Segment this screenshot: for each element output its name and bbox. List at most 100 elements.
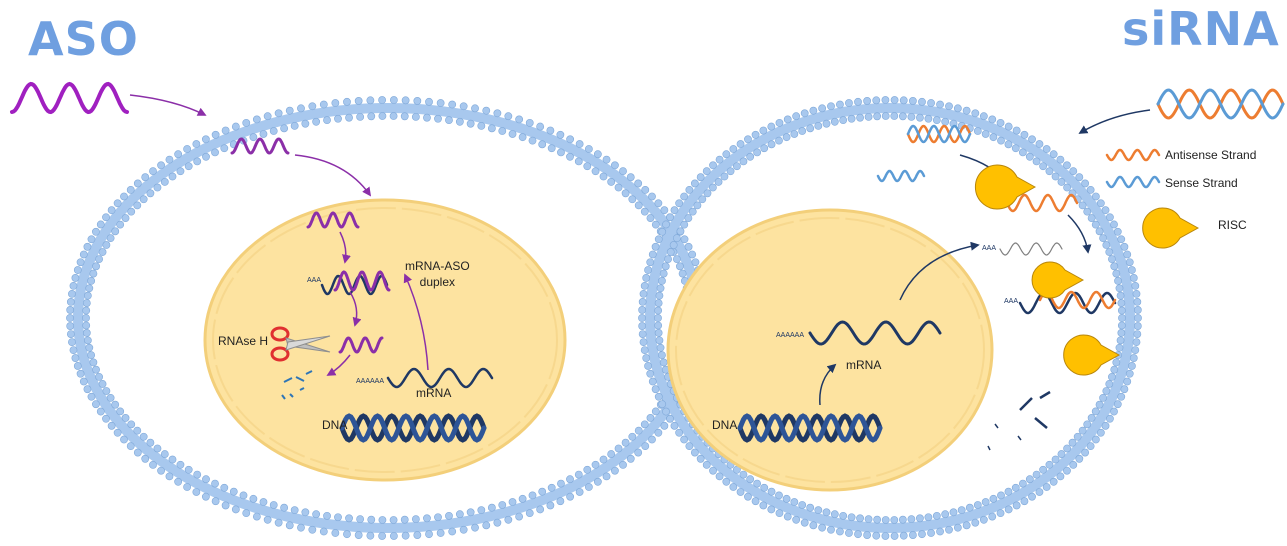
lipid-head — [1056, 155, 1065, 164]
lipid-head — [116, 220, 125, 229]
lipid-head — [1108, 255, 1116, 264]
lipid-head — [690, 179, 699, 188]
lipid-head — [1032, 470, 1041, 479]
lipid-head — [120, 435, 128, 444]
risc-pacman-icon — [1031, 261, 1085, 299]
lipid-head — [389, 532, 398, 540]
lipid-head — [806, 124, 815, 133]
lipid-head — [1063, 466, 1071, 475]
lipid-head — [411, 112, 420, 121]
lipid-head — [168, 172, 177, 181]
lipid-head — [575, 488, 584, 496]
lipid-head — [760, 483, 769, 492]
lipid-head — [126, 185, 135, 194]
lipid-head — [702, 167, 711, 176]
lipid-head — [924, 513, 933, 522]
lipid-head — [715, 155, 724, 164]
lipid-head — [566, 475, 574, 484]
lipid-head — [133, 448, 142, 457]
lipid-head — [455, 510, 464, 519]
lipid-head — [68, 289, 76, 298]
mrna-strand — [386, 367, 494, 389]
lipid-head — [751, 130, 760, 139]
lipid-head — [127, 420, 136, 429]
lipid-head — [680, 235, 689, 244]
lipid-head — [141, 454, 150, 463]
lipid-head — [528, 491, 537, 500]
lipid-head — [1057, 450, 1066, 458]
lipid-head — [822, 119, 831, 128]
lipid-head — [192, 488, 201, 496]
lipid-head — [790, 498, 799, 506]
lipid-head — [85, 284, 94, 293]
target-mrna — [1018, 291, 1117, 315]
lipid-head — [1110, 262, 1119, 271]
lipid-head — [988, 512, 997, 521]
lipid-head — [102, 387, 111, 395]
lipid-head — [775, 118, 784, 127]
lipid-head — [66, 330, 75, 338]
lipid-head — [685, 442, 694, 451]
lipid-head — [655, 336, 664, 345]
risc-to-target-arrow — [1067, 214, 1092, 254]
lipid-head — [945, 102, 953, 111]
lipid-head — [126, 442, 135, 451]
lipid-head — [599, 455, 608, 464]
lipid-head — [319, 527, 328, 536]
lipid-head — [280, 503, 289, 512]
lipid-head — [301, 508, 310, 517]
aso-strand-cytoplasm — [230, 137, 290, 155]
lipid-head — [547, 483, 556, 492]
lipid-head — [739, 157, 748, 166]
lipid-head — [220, 144, 229, 153]
lipid-head — [1035, 488, 1044, 496]
lipid-head — [646, 414, 655, 422]
lipid-head — [538, 487, 547, 496]
lipid-head — [389, 112, 398, 120]
lipid-head — [96, 407, 105, 416]
lipid-head — [211, 479, 219, 488]
lipid-head — [87, 392, 96, 401]
lipid-head — [193, 157, 202, 166]
lipid-head — [1095, 400, 1104, 409]
lipid-head — [726, 167, 735, 176]
lipid-head — [720, 172, 729, 181]
lipid-head — [1018, 148, 1027, 157]
aso-mrna-label: mRNA — [416, 386, 452, 400]
lipid-head — [1069, 460, 1078, 469]
lipid-head — [239, 491, 248, 500]
lipid-head — [566, 152, 574, 161]
lipid-head — [120, 192, 128, 201]
lipid-head — [607, 450, 616, 458]
lipid-head — [614, 444, 623, 453]
lipid-head — [183, 145, 192, 153]
lipid-head — [1117, 392, 1126, 401]
lipid-head — [641, 442, 650, 451]
lipid-head — [297, 104, 305, 113]
lipid-head — [1129, 354, 1138, 362]
lipid-head — [487, 124, 496, 133]
lipid-head — [1128, 362, 1136, 370]
lipid-head — [1116, 336, 1125, 345]
lipid-head — [220, 483, 229, 492]
lipid-head — [525, 509, 534, 518]
lipid-head — [856, 113, 864, 122]
lipid-head — [1011, 144, 1020, 153]
lipid-head — [872, 531, 881, 540]
lipid-head — [918, 97, 926, 106]
lipid-head — [916, 514, 924, 523]
lipid-head — [1115, 284, 1124, 293]
lipid-head — [722, 150, 731, 159]
lipid-head — [890, 96, 899, 104]
lipid-head — [1056, 472, 1065, 481]
lipid-head — [71, 274, 80, 282]
lipid-head — [1108, 372, 1116, 381]
lipid-head — [863, 531, 872, 539]
lipid-head — [356, 112, 365, 121]
lipid-head — [782, 133, 791, 142]
lipid-head — [68, 338, 76, 347]
lipid-head — [425, 530, 433, 539]
lipid-head — [693, 201, 702, 210]
lipid-head — [1095, 227, 1104, 236]
lipid-head — [698, 195, 707, 204]
